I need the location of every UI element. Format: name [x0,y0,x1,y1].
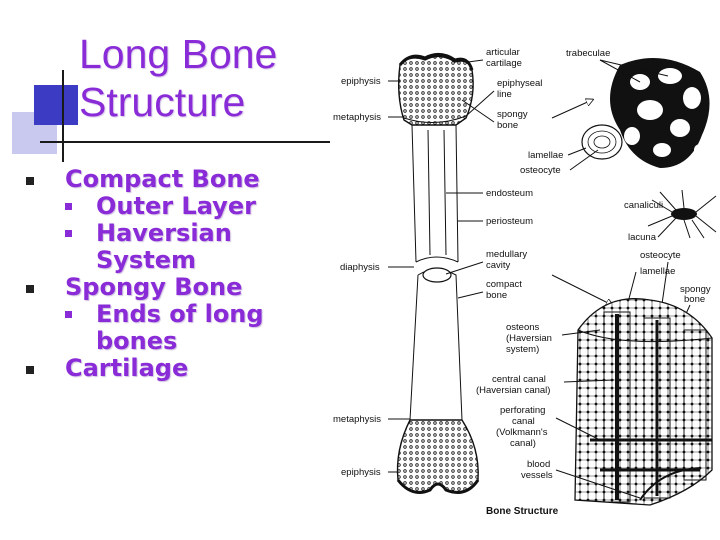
label-epiphysis-bottom: epiphysis [341,467,381,478]
label-endosteum: endosteum [486,188,533,199]
bullet-cartilage: Cartilage [26,355,326,382]
label-compact-bone: bone [486,290,507,301]
sub-bullet-haversian-system: Haversian System [65,220,326,274]
bone-illustration [396,53,480,494]
shaft-break [415,256,459,263]
leader-trabeculae-2 [599,59,669,77]
bullet-spongy-bone: Spongy Bone Ends of long bones [26,274,326,355]
label-epiphysis-top: epiphysis [341,76,381,87]
leader-central-canal [563,379,615,383]
bullet-marker [26,285,34,293]
label-articular: articular [486,47,520,58]
leader-perforating-canal [555,417,601,441]
distal-articular-cartilage [396,479,480,494]
leader-medullary-cavity [445,261,484,275]
bullet-marker [26,177,34,185]
leader-lamellae-top [567,147,587,156]
label-osteocyte-top: osteocyte [520,165,561,176]
label-system: system) [506,344,539,355]
label-canal-close: canal) [510,438,536,449]
proximal-epiphysis [397,55,474,126]
leader-lacuna [657,217,677,238]
label-cartilage: cartilage [486,58,522,69]
bullet-text: Cartilage [65,354,189,382]
label-diaphysis: diaphysis [340,262,380,273]
label-haversian: (Haversian [506,333,552,344]
blood-vessel [639,467,701,501]
bullet-text: Compact Bone [65,165,260,193]
bullet-list: Compact Bone Outer Layer Haversian Syste… [26,166,326,382]
label-lamellae-top: lamellae [528,150,563,161]
sub-bullet-marker [65,230,72,237]
label-medullary: medullary [486,249,527,260]
compact-bone-block [574,297,713,506]
label-volkmanns: (Volkmann's [496,427,548,438]
decorative-vertical-line [62,70,64,162]
epiphyseal-line [403,115,467,124]
label-vessels: vessels [521,470,553,481]
right-labels: articular cartilage epiphyseal line spon… [445,47,553,481]
sub-bullet-text: Outer Layer [96,192,256,220]
label-cavity: cavity [486,260,511,271]
lamellae-oval [581,124,623,160]
label-central-canal: central canal [492,374,546,385]
bullet-marker [26,366,34,374]
trabeculae-detail [581,57,710,168]
arrow-to-trabeculae [551,100,592,119]
leader-blood-vessels [555,469,641,499]
label-blood: blood [527,459,550,470]
label-lacuna: lacuna [628,232,657,243]
sub-bullet-text: Ends of long bones [96,300,264,355]
slide-title: Long Bone Structure [79,31,278,125]
label-periosteum: periosteum [486,216,533,227]
label-perforating: perforating [500,405,545,416]
sub-bullet-outer-layer: Outer Layer [65,193,326,220]
sub-bullet-marker [65,311,72,318]
label-spongy-detail: spongy [680,284,711,295]
label-bone: bone [497,120,518,131]
decorative-square-blue [34,85,78,125]
label-osteons: osteons [506,322,540,333]
diagram-caption: Bone Structure [486,506,559,517]
articular-cartilage [398,53,474,71]
medullary-opening [422,267,452,283]
label-spongy: spongy [497,109,528,120]
medullary-line-upper [427,129,447,256]
diaphysis-lower [409,269,463,421]
arrow-to-osteon-block [551,274,612,305]
label-metaphysis-bottom: metaphysis [333,414,381,425]
leader-articular-cartilage [467,59,484,63]
label-trabeculae: trabeculae [566,48,610,59]
leader-osteons [561,329,601,336]
label-osteocyte: osteocyte [640,250,681,261]
label-compact: compact [486,279,522,290]
label-line: line [497,89,512,100]
leader-osteocyte-top [569,149,599,171]
label-metaphysis-top: metaphysis [333,112,381,123]
distal-epiphysis [396,419,479,494]
label-canal: canal [512,416,535,427]
left-labels: epiphysis metaphysis diaphysis metaphysi… [333,76,414,478]
label-epiphyseal: epiphyseal [497,78,542,89]
leader-compact-bone [457,291,484,299]
sub-bullet-text: Haversian System [96,219,232,274]
label-canaliculi: canaliculi [624,200,663,211]
sub-bullet-ends-of-long-bones: Ends of long bones [65,301,326,355]
leader-trabeculae-1 [599,59,641,83]
sub-bullet-marker [65,203,72,210]
leader-spongy-bone [461,99,495,123]
bullet-compact-bone: Compact Bone Outer Layer Haversian Syste… [26,166,326,274]
osteocyte-detail [647,189,717,239]
bullet-text: Spongy Bone [65,273,243,301]
leader-epiphyseal-line [465,90,495,117]
label-bone-detail: bone [684,294,705,305]
label-haversian-canal: (Haversian canal) [476,385,550,396]
decorative-horizontal-line [40,141,330,143]
label-lamellae: lamellae [640,266,675,277]
